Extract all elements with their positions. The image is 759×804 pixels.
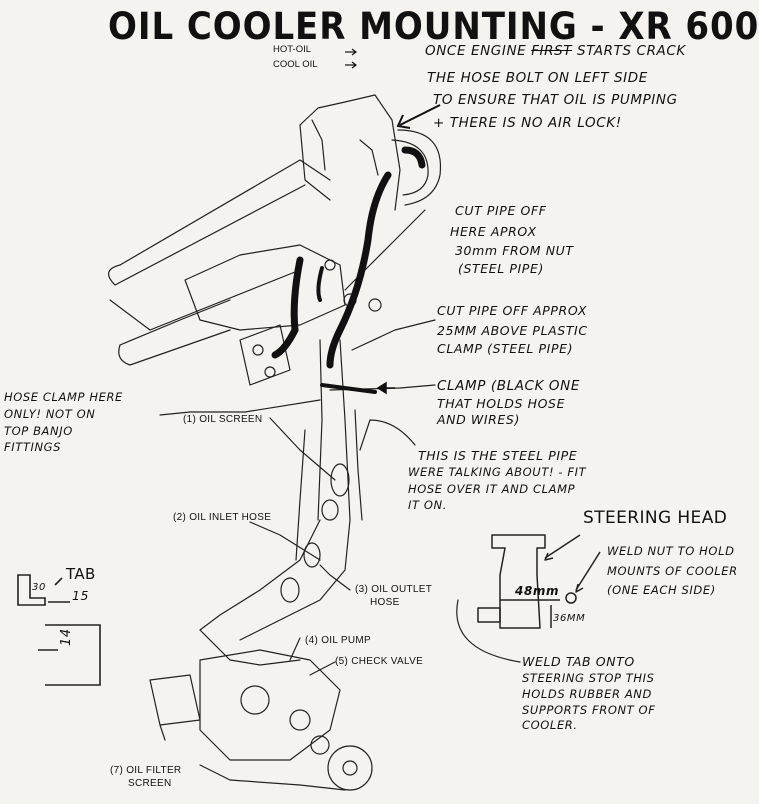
dim-tab-14: 14 [59,628,74,646]
note-cut1-line4: (STEEL PIPE) [458,261,544,276]
note-weld-tab-line3: HOLDS RUBBER AND [522,687,652,701]
dim-tab-30: 30 [32,582,46,593]
dim-tab-15: 15 [72,588,90,603]
note-hose-clamp-line1: HOSE CLAMP HERE [4,390,123,404]
note-weld-nut-line1: WELD NUT TO HOLD [607,544,735,558]
note-hose-clamp-line2: ONLY! NOT ON [4,407,96,421]
note-steel-line2: WERE TALKING ABOUT! - FIT [408,465,587,479]
part-2-oil-inlet-hose: (2) OIL INLET HOSE [173,512,272,523]
note-steel-line3: HOSE OVER IT AND CLAMP [408,482,576,496]
note-hose-clamp-line3: TOP BANJO [4,424,73,438]
note-weld-nut-line3: (ONE EACH SIDE) [607,583,716,597]
part-4-oil-pump: (4) OIL PUMP [305,635,372,646]
tab-label: TAB [66,565,96,583]
note-cut1-line1: CUT PIPE OFF [455,203,547,218]
part-5-check-valve: (5) CHECK VALVE [335,656,424,667]
note-start-line1: ONCE ENGINE FIRST STARTS CRACK [425,43,686,59]
note-steel-line4: IT ON. [408,498,447,512]
note-clamp-line1: CLAMP (BLACK ONE [437,378,580,394]
note-cut2-line2: 25MM ABOVE PLASTIC [437,323,588,338]
part-7-oil-filter-screen-line1: (7) OIL FILTER [110,765,182,776]
diagram-sheet: OIL COOLER MOUNTING - XR 600 HOT-OIL COO… [4,8,758,791]
note-weld-tab-line5: COOLER. [522,718,578,732]
note-clamp-line2: THAT HOLDS HOSE [437,396,566,411]
part-1-oil-screen: (1) OIL SCREEN [183,414,263,425]
frame-drawing [17,48,601,791]
note-steel-line1: THIS IS THE STEEL PIPE [418,448,578,463]
note-start-line2: THE HOSE BOLT ON LEFT SIDE [427,70,648,86]
part-7-oil-filter-screen-line2: SCREEN [128,778,172,789]
dim-36mm: 36MM [553,613,586,624]
note-start-line3: TO ENSURE THAT OIL IS PUMPING [433,92,678,108]
note-cut2-line3: CLAMP (STEEL PIPE) [437,341,574,356]
note-weld-tab-line4: SUPPORTS FRONT OF [522,703,656,717]
part-3-oil-outlet-hose-line2: HOSE [370,597,400,608]
label-steering-head: STEERING HEAD [583,508,728,528]
part-3-oil-outlet-hose-line1: (3) OIL OUTLET [355,584,433,595]
note-clamp-line3: AND WIRES) [437,412,520,427]
note-cut1-line2: HERE APROX [450,224,537,239]
page-title: OIL COOLER MOUNTING - XR 600 [108,5,759,48]
note-cut1-line3: 30mm FROM NUT [455,243,574,258]
legend-hot-oil: HOT-OIL [273,44,312,55]
note-weld-tab-line1: WELD TAB ONTO [522,654,635,669]
legend-cool-oil: COOL OIL [273,59,318,70]
note-weld-nut-line2: MOUNTS OF COOLER [607,564,738,578]
note-start-line4: + THERE IS NO AIR LOCK! [433,115,622,131]
note-cut2-line1: CUT PIPE OFF APPROX [437,303,588,318]
note-weld-tab-line2: STEERING STOP THIS [522,671,655,685]
note-hose-clamp-line4: FITTINGS [4,440,62,454]
dim-48mm: 48mm [515,584,560,598]
